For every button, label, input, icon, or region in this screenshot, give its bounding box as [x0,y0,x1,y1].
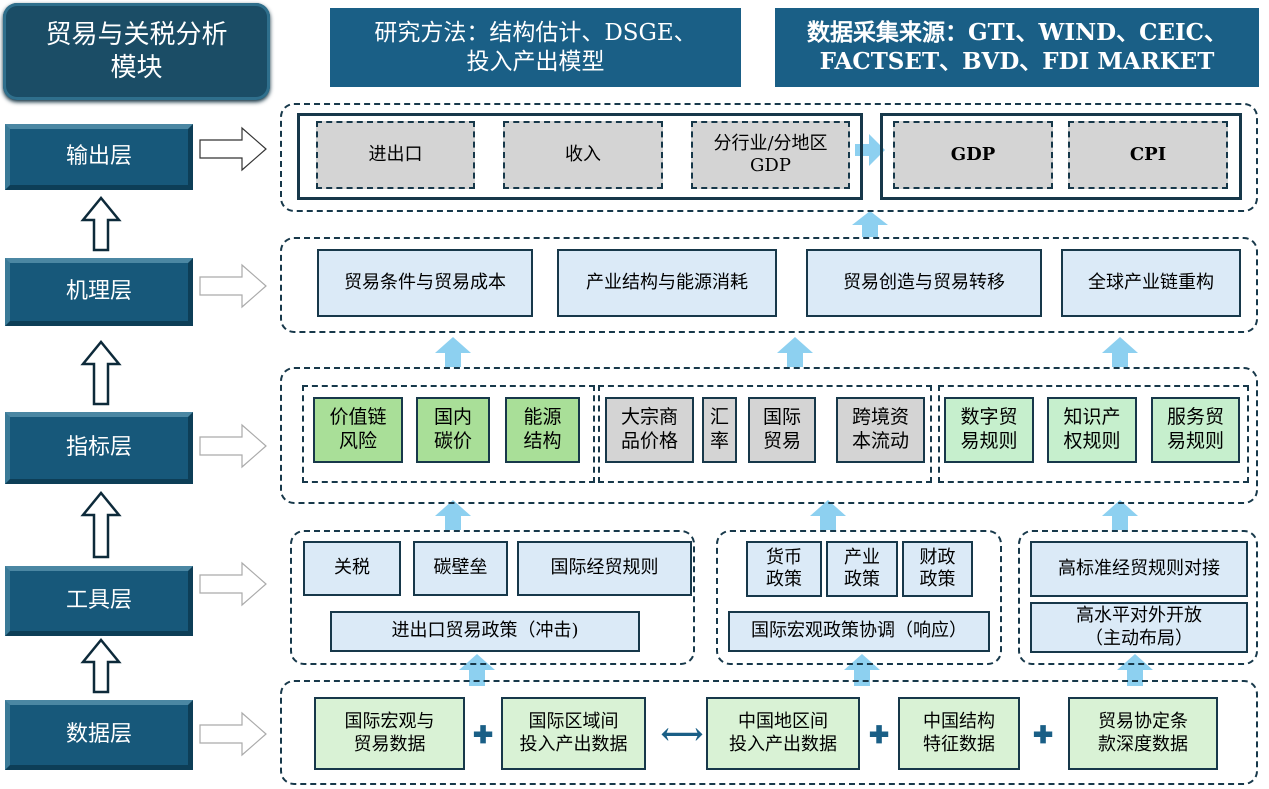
blue-up-arrow-icons [435,134,1153,686]
data-item: 中国结构 特征数据 [898,697,1020,770]
indicator-item: 国际 贸易 [748,397,816,463]
indicator-item: 汇 率 [702,397,737,463]
output-cpi: CPI [1068,121,1228,189]
indicator-group-3 [938,385,1249,483]
hollow-up-arrow-icons [80,196,122,694]
indicator-item: 服务贸 易规则 [1151,397,1240,463]
layer-data: 数据层 [5,700,193,770]
plus-icon: ✚ [472,720,494,749]
mechanism-item: 贸易条件与贸易成本 [317,249,533,317]
tool-item: 国际经贸规则 [517,541,692,596]
tool-item: 高标准经贸规则对接 [1030,541,1248,597]
tool-item: 高水平对外开放 （主动布局） [1030,602,1248,653]
data-item: 国际宏观与 贸易数据 [314,697,465,770]
research-methods: 研究方法：结构估计、DSGE、 投入产出模型 [330,8,741,87]
output-gdp: GDP [893,121,1053,189]
data-row [280,680,1258,785]
layer-tool: 工具层 [5,566,193,636]
data-item: 中国地区间 投入产出数据 [706,697,860,770]
indicator-row [280,367,1258,504]
indicator-item: 能源 结构 [505,397,580,463]
mechanism-row [280,237,1258,333]
tool-item: 关税 [303,541,401,596]
hollow-right-arrow-icons [199,126,267,757]
output-sector-gdp: 分行业/分地区 GDP [691,121,850,189]
output-income: 收入 [503,121,663,189]
tool-group-1 [290,530,695,665]
indicator-item: 大宗商 品价格 [605,397,694,463]
layer-output: 输出层 [5,124,193,190]
tool-item: 碳壁垒 [413,541,508,596]
data-sources: 数据采集来源：GTI、WIND、CEIC、 FACTSET、BVD、FDI MA… [775,8,1259,87]
output-row [280,103,1258,212]
tool-item: 财政 政策 [902,541,973,597]
module-title: 贸易与关税分析 模块 [3,3,270,100]
indicator-group-2 [598,385,932,483]
plus-icon: ✚ [1032,720,1054,749]
indicator-item: 知识产 权规则 [1047,397,1137,463]
tool-group-2 [716,530,1002,665]
output-import-export: 进出口 [316,121,475,189]
plus-icon: ✚ [868,720,890,749]
tool-base: 进出口贸易政策（冲击) [330,611,640,652]
tool-group-3 [1018,530,1258,665]
data-item: 国际区域间 投入产出数据 [501,697,646,770]
mechanism-item: 贸易创造与贸易转移 [806,249,1042,317]
tool-item: 货币 政策 [746,541,822,597]
indicator-item: 跨境资 本流动 [836,397,925,463]
mechanism-item: 产业结构与能源消耗 [557,249,777,317]
output-group-left [297,113,863,200]
tool-item: 产业 政策 [826,541,898,597]
double-arrow-icon: ⟷ [660,717,704,753]
layer-mechanism: 机理层 [5,258,193,326]
mechanism-item: 全球产业链重构 [1061,249,1241,317]
indicator-item: 国内 碳价 [416,397,490,463]
layer-indicator: 指标层 [5,412,193,484]
indicator-group-1 [302,385,595,483]
indicator-item: 价值链 风险 [313,397,403,463]
output-group-right [880,113,1242,200]
indicator-item: 数字贸 易规则 [944,397,1034,463]
tool-base: 国际宏观政策协调（响应） [728,611,990,652]
data-item: 贸易协定条 款深度数据 [1068,697,1218,770]
